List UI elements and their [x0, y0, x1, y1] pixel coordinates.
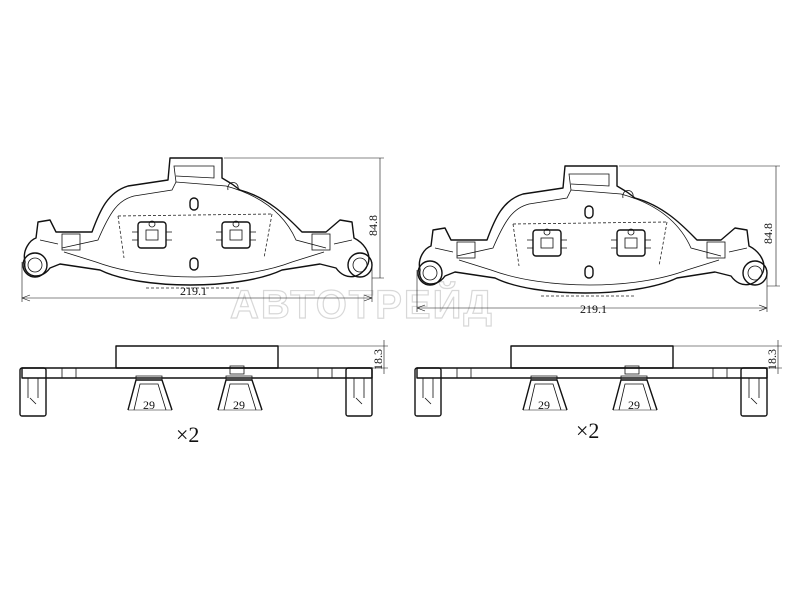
pad-right-clip-dimensions: 29 29: [523, 398, 657, 412]
pad-left-clip-dimensions: 29 29: [128, 398, 262, 412]
pad-left-side-view: [19, 345, 373, 417]
pad-right-top-view: [417, 165, 768, 297]
clip-left-b-label: 29: [233, 398, 245, 412]
pad-right-width-dimension: 219.1: [416, 270, 768, 316]
pad-right-width-label: 219.1: [580, 302, 607, 316]
pad-right-height-label: 84.8: [761, 223, 775, 244]
watermark: АВТОТРЕЙД: [230, 281, 494, 327]
pad-left-thickness-label: 18.3: [371, 349, 385, 370]
pad-left-top-view: [22, 157, 373, 289]
pad-right-thickness-dimension: 18.3: [673, 340, 782, 374]
clip-right-b-label: 29: [628, 398, 640, 412]
clip-left-a-label: 29: [143, 398, 155, 412]
pad-right-quantity: ×2: [576, 418, 599, 443]
pad-left-width-dimension: 219.1: [21, 262, 373, 302]
pad-left-height-dimension: 84.8: [224, 157, 384, 279]
pad-right-height-dimension: 84.8: [619, 165, 780, 287]
pad-left-height-label: 84.8: [366, 215, 380, 236]
pad-left-thickness-dimension: 18.3: [278, 340, 388, 374]
pad-left-quantity: ×2: [176, 422, 199, 447]
pad-left-width-label: 219.1: [180, 284, 207, 298]
clip-right-a-label: 29: [538, 398, 550, 412]
pad-right-thickness-label: 18.3: [765, 349, 779, 370]
pad-right-side-view: [414, 345, 768, 417]
